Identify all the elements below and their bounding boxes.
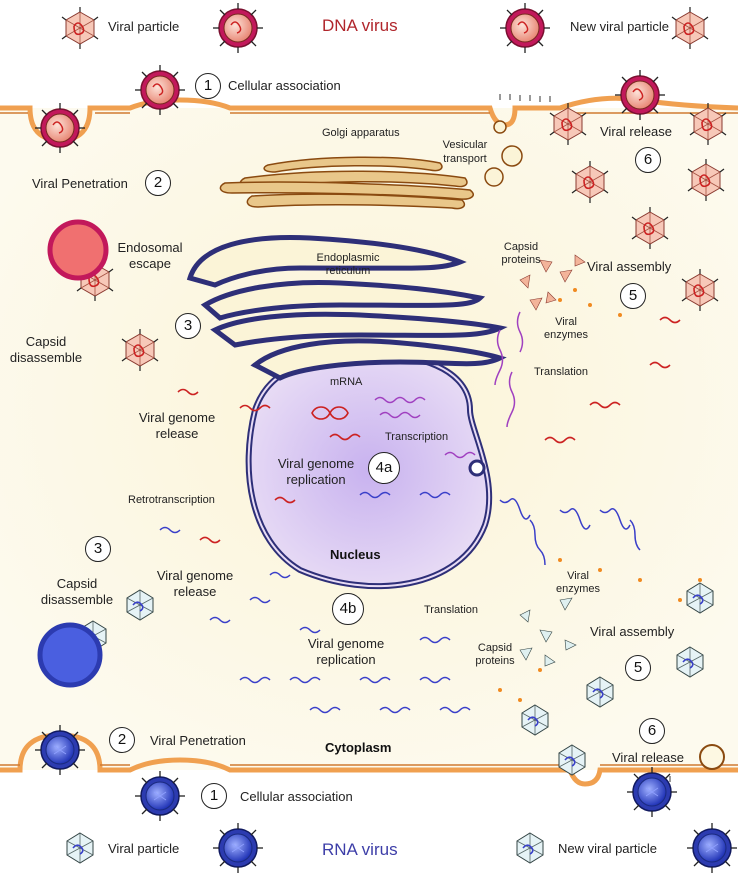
mrna-label: mRNA [330, 376, 363, 388]
viral-enzymes-label-bottom-1: Viral [567, 570, 589, 582]
capsid-proteins-label-bottom-1: Capsid [477, 642, 513, 654]
step-5-bottom: 5 [625, 655, 651, 681]
capsid-proteins-label-bottom-2: proteins [475, 655, 515, 667]
cellular-association-label-top: Cellular association [228, 78, 341, 93]
capsid-disassemble-label-top-1: Capsid [25, 334, 67, 349]
viral-particle-label-top: Viral particle [108, 19, 180, 34]
new-viral-particle-label-top: New viral particle [570, 19, 669, 34]
nucleus-label: Nucleus [330, 547, 381, 562]
viral-penetration-label-bottom: Viral Penetration [150, 733, 246, 748]
retrotranscription-label: Retrotranscription [128, 494, 215, 506]
step-6-top: 6 [635, 147, 661, 173]
capsid-disassemble-label-top-2: disassemble [9, 350, 83, 365]
step-3-top: 3 [175, 313, 201, 339]
viral-enzymes-label-top-1: Viral [555, 316, 577, 328]
rna-virus-title: RNA virus [322, 840, 398, 859]
viral-genome-replication-label-bottom-1: Viral genome [307, 636, 385, 651]
viral-release-label-top: Viral release [600, 124, 673, 139]
viral-genome-release-label-bottom-2: release [173, 584, 217, 599]
cytoplasm-label: Cytoplasm [325, 740, 392, 755]
step-1-bottom: 1 [201, 783, 227, 809]
endoplasmic-reticulum [186, 235, 508, 381]
viral-genome-replication-label-top-2: replication [286, 472, 346, 487]
viral-genome-replication-label-top-1: Viral genome [277, 456, 355, 471]
step-1-top: 1 [195, 73, 221, 99]
capsid-proteins-label-top-2: proteins [501, 254, 541, 266]
new-viral-particle-label-bottom: New viral particle [558, 841, 657, 856]
capsid-proteins-label-top-1: Capsid [503, 241, 539, 253]
vesicular-label-1: Vesicular [442, 139, 488, 151]
step-6-bottom: 6 [639, 718, 665, 744]
cellular-association-label-bottom: Cellular association [240, 789, 353, 804]
viral-enzymes-label-bottom-2: enzymes [555, 583, 601, 595]
golgi-label: Golgi apparatus [322, 127, 400, 139]
dna-virus-title: DNA virus [322, 16, 398, 35]
translation-label-bottom: Translation [424, 604, 479, 616]
viral-assembly-label-bottom: Viral assembly [590, 624, 675, 639]
viral-genome-release-label-bottom-1: Viral genome [156, 568, 234, 583]
viral-release-label-bottom: Viral release [612, 750, 685, 765]
viral-enzymes-label-top-2: enzymes [543, 329, 589, 341]
step-3-bottom: 3 [85, 536, 111, 562]
er-label-1: Endoplasmic [316, 252, 380, 264]
endosomal-label-2: escape [129, 256, 171, 271]
step-2-bottom: 2 [109, 727, 135, 753]
step-4a: 4a [368, 452, 400, 484]
translation-label-top: Translation [534, 366, 589, 378]
transcription-label: Transcription [385, 431, 449, 443]
endosomal-label-1: Endosomal [117, 240, 183, 255]
capsid-disassemble-label-bottom-2: disassemble [40, 592, 114, 607]
viral-penetration-label-top: Viral Penetration [32, 176, 128, 191]
viral-genome-release-label-top-1: Viral genome [138, 410, 216, 425]
capsid-disassemble-label-bottom-1: Capsid [56, 576, 98, 591]
vesicular-label-2: transport [443, 153, 487, 165]
golgi-apparatus [219, 156, 474, 210]
viral-assembly-label-top: Viral assembly [587, 259, 672, 274]
step-4b: 4b [332, 593, 364, 625]
step-5-top: 5 [620, 283, 646, 309]
er-label-2: reticulum [325, 265, 371, 277]
step-2-top: 2 [145, 170, 171, 196]
viral-genome-replication-label-bottom-2: replication [316, 652, 376, 667]
viral-genome-release-label-top-2: release [155, 426, 199, 441]
viral-particle-label-bottom: Viral particle [108, 841, 180, 856]
